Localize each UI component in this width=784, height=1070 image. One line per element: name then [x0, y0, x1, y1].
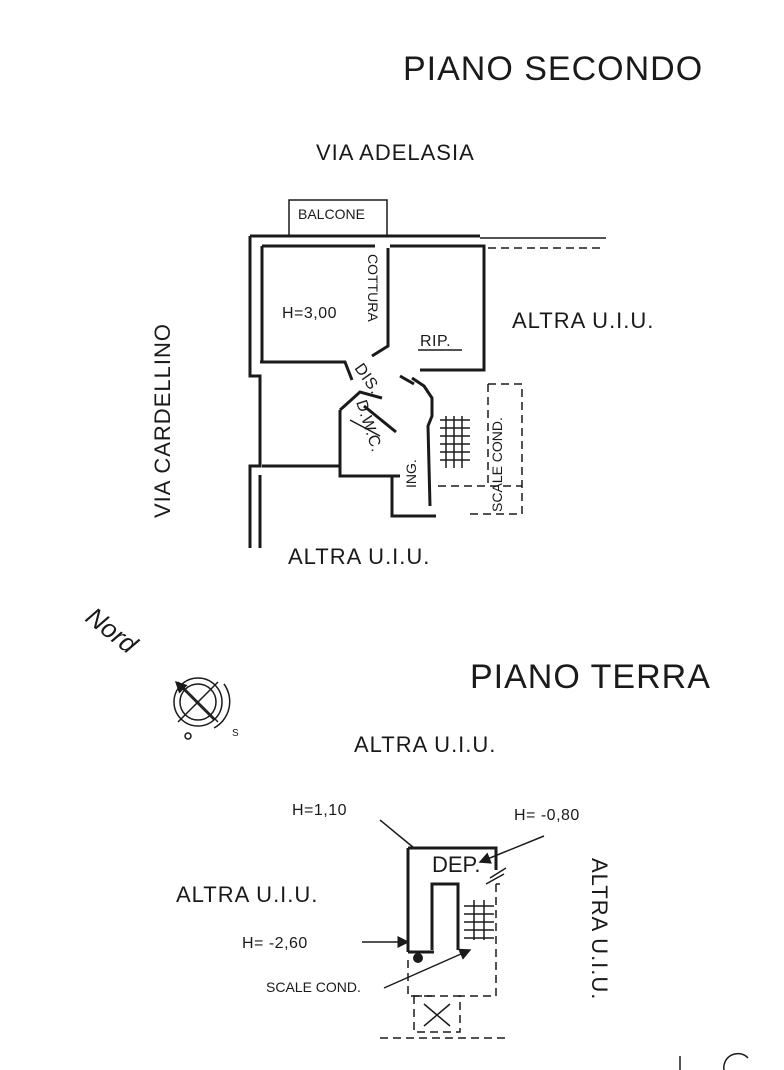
ground-floor-plan: PIANO TERRA ALTRA U.I.U. ALTRA U.I.U. AL… — [176, 658, 711, 1039]
stairs-block — [438, 383, 523, 515]
stair-post-icon — [413, 953, 423, 963]
ground-floor-title: PIANO TERRA — [470, 658, 711, 696]
stairs-outline — [458, 884, 497, 997]
second-floor-title: PIANO SECONDO — [403, 50, 703, 88]
hallway-label: DIS. — [351, 361, 384, 398]
compass-circle — [173, 677, 223, 727]
stairs-label-ground: SCALE COND. — [266, 979, 361, 995]
height-label: H=3,00 — [282, 305, 337, 322]
other-unit-right-label-vertical: ALTRA U.I.U. — [587, 858, 612, 1000]
height-left-label: H= -2,60 — [242, 935, 308, 952]
outer-walls — [248, 234, 606, 548]
other-unit-top-label: ALTRA U.I.U. — [354, 732, 496, 757]
compass-needle-icon — [174, 680, 215, 721]
stairs-label: SCALE COND. — [489, 417, 505, 512]
height-right-label: H= -0,80 — [514, 807, 580, 824]
scan-marks — [679, 1052, 749, 1070]
street-top-label: VIA ADELASIA — [316, 140, 475, 165]
street-left-label: VIA CARDELLINO — [150, 323, 175, 518]
north-label: Nord — [80, 601, 144, 660]
compass-rose: Nord S — [80, 601, 239, 740]
second-floor-plan: PIANO SECONDO VIA ADELASIA VIA CARDELLIN… — [150, 50, 703, 569]
stairs-landing — [413, 995, 461, 1033]
other-unit-left-label: ALTRA U.I.U. — [176, 882, 318, 907]
other-unit-bottom-label: ALTRA U.I.U. — [288, 544, 430, 569]
south-label: S — [232, 728, 239, 739]
height-top-label: H=1,10 — [292, 802, 347, 819]
deposit-label: DEP. — [432, 852, 481, 877]
storage-label: RIP. — [420, 333, 451, 350]
entrance-label: ING. — [403, 459, 419, 488]
wc-label: D.W.C. — [352, 398, 385, 454]
balcony-label: BALCONE — [298, 206, 365, 222]
other-unit-right-label: ALTRA U.I.U. — [512, 308, 654, 333]
cooking-label: COTTURA — [365, 254, 381, 322]
deposit-room: DEP. — [406, 846, 507, 963]
